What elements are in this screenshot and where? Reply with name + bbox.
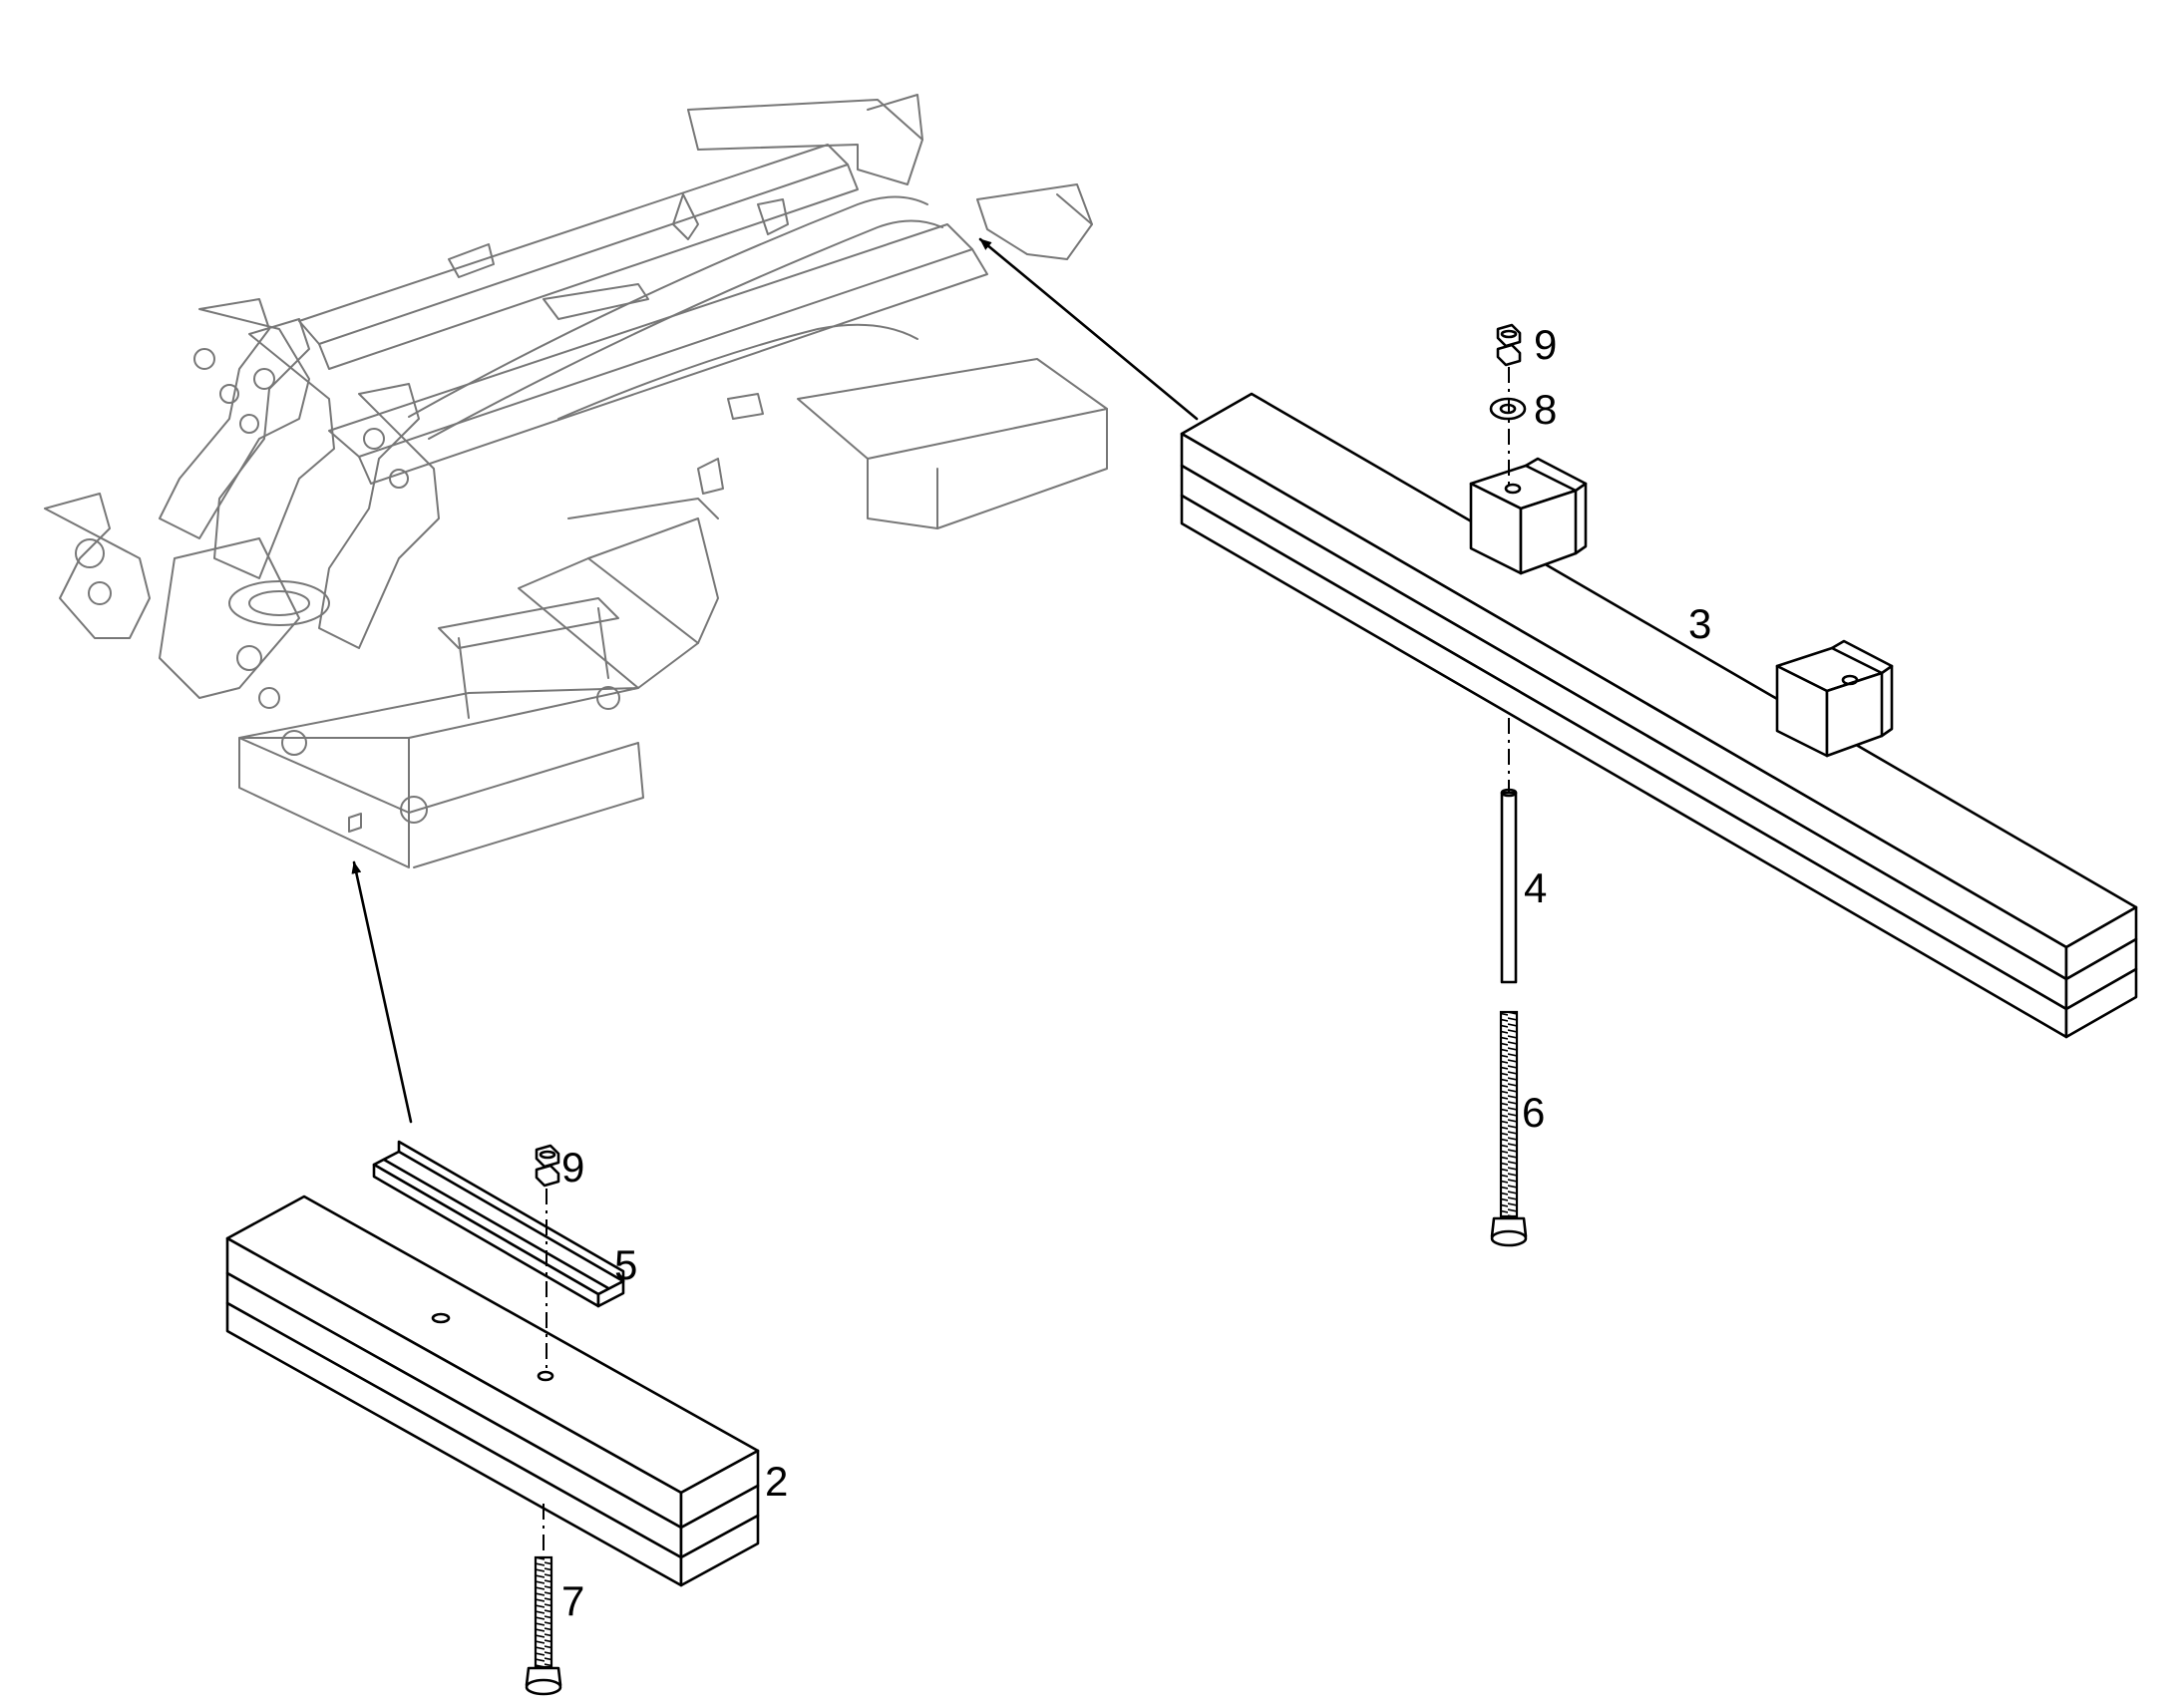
callout-labels: 9 8 3 4 6 9 5 2 7 — [561, 321, 1711, 1624]
callout-4: 4 — [1524, 864, 1547, 911]
nut-9-right — [1496, 323, 1522, 367]
assembly-arrows — [351, 237, 1199, 1124]
counterweight-3 — [1180, 392, 2138, 1039]
rod-4 — [1500, 788, 1518, 984]
callout-2: 2 — [765, 1458, 788, 1505]
callout-9-left: 9 — [561, 1144, 584, 1191]
callout-6: 6 — [1522, 1089, 1545, 1136]
bolt-7 — [525, 1555, 562, 1696]
nut-9-left — [535, 1144, 560, 1188]
counterweight-2 — [225, 1195, 760, 1587]
channel-plate-5 — [372, 1140, 625, 1308]
callout-9-right: 9 — [1534, 321, 1557, 368]
machine-frame — [44, 94, 1108, 868]
callout-5: 5 — [614, 1241, 637, 1288]
callout-7: 7 — [561, 1577, 584, 1624]
callout-3: 3 — [1688, 600, 1711, 647]
callout-8: 8 — [1534, 386, 1557, 433]
bolt-6 — [1490, 1010, 1528, 1247]
